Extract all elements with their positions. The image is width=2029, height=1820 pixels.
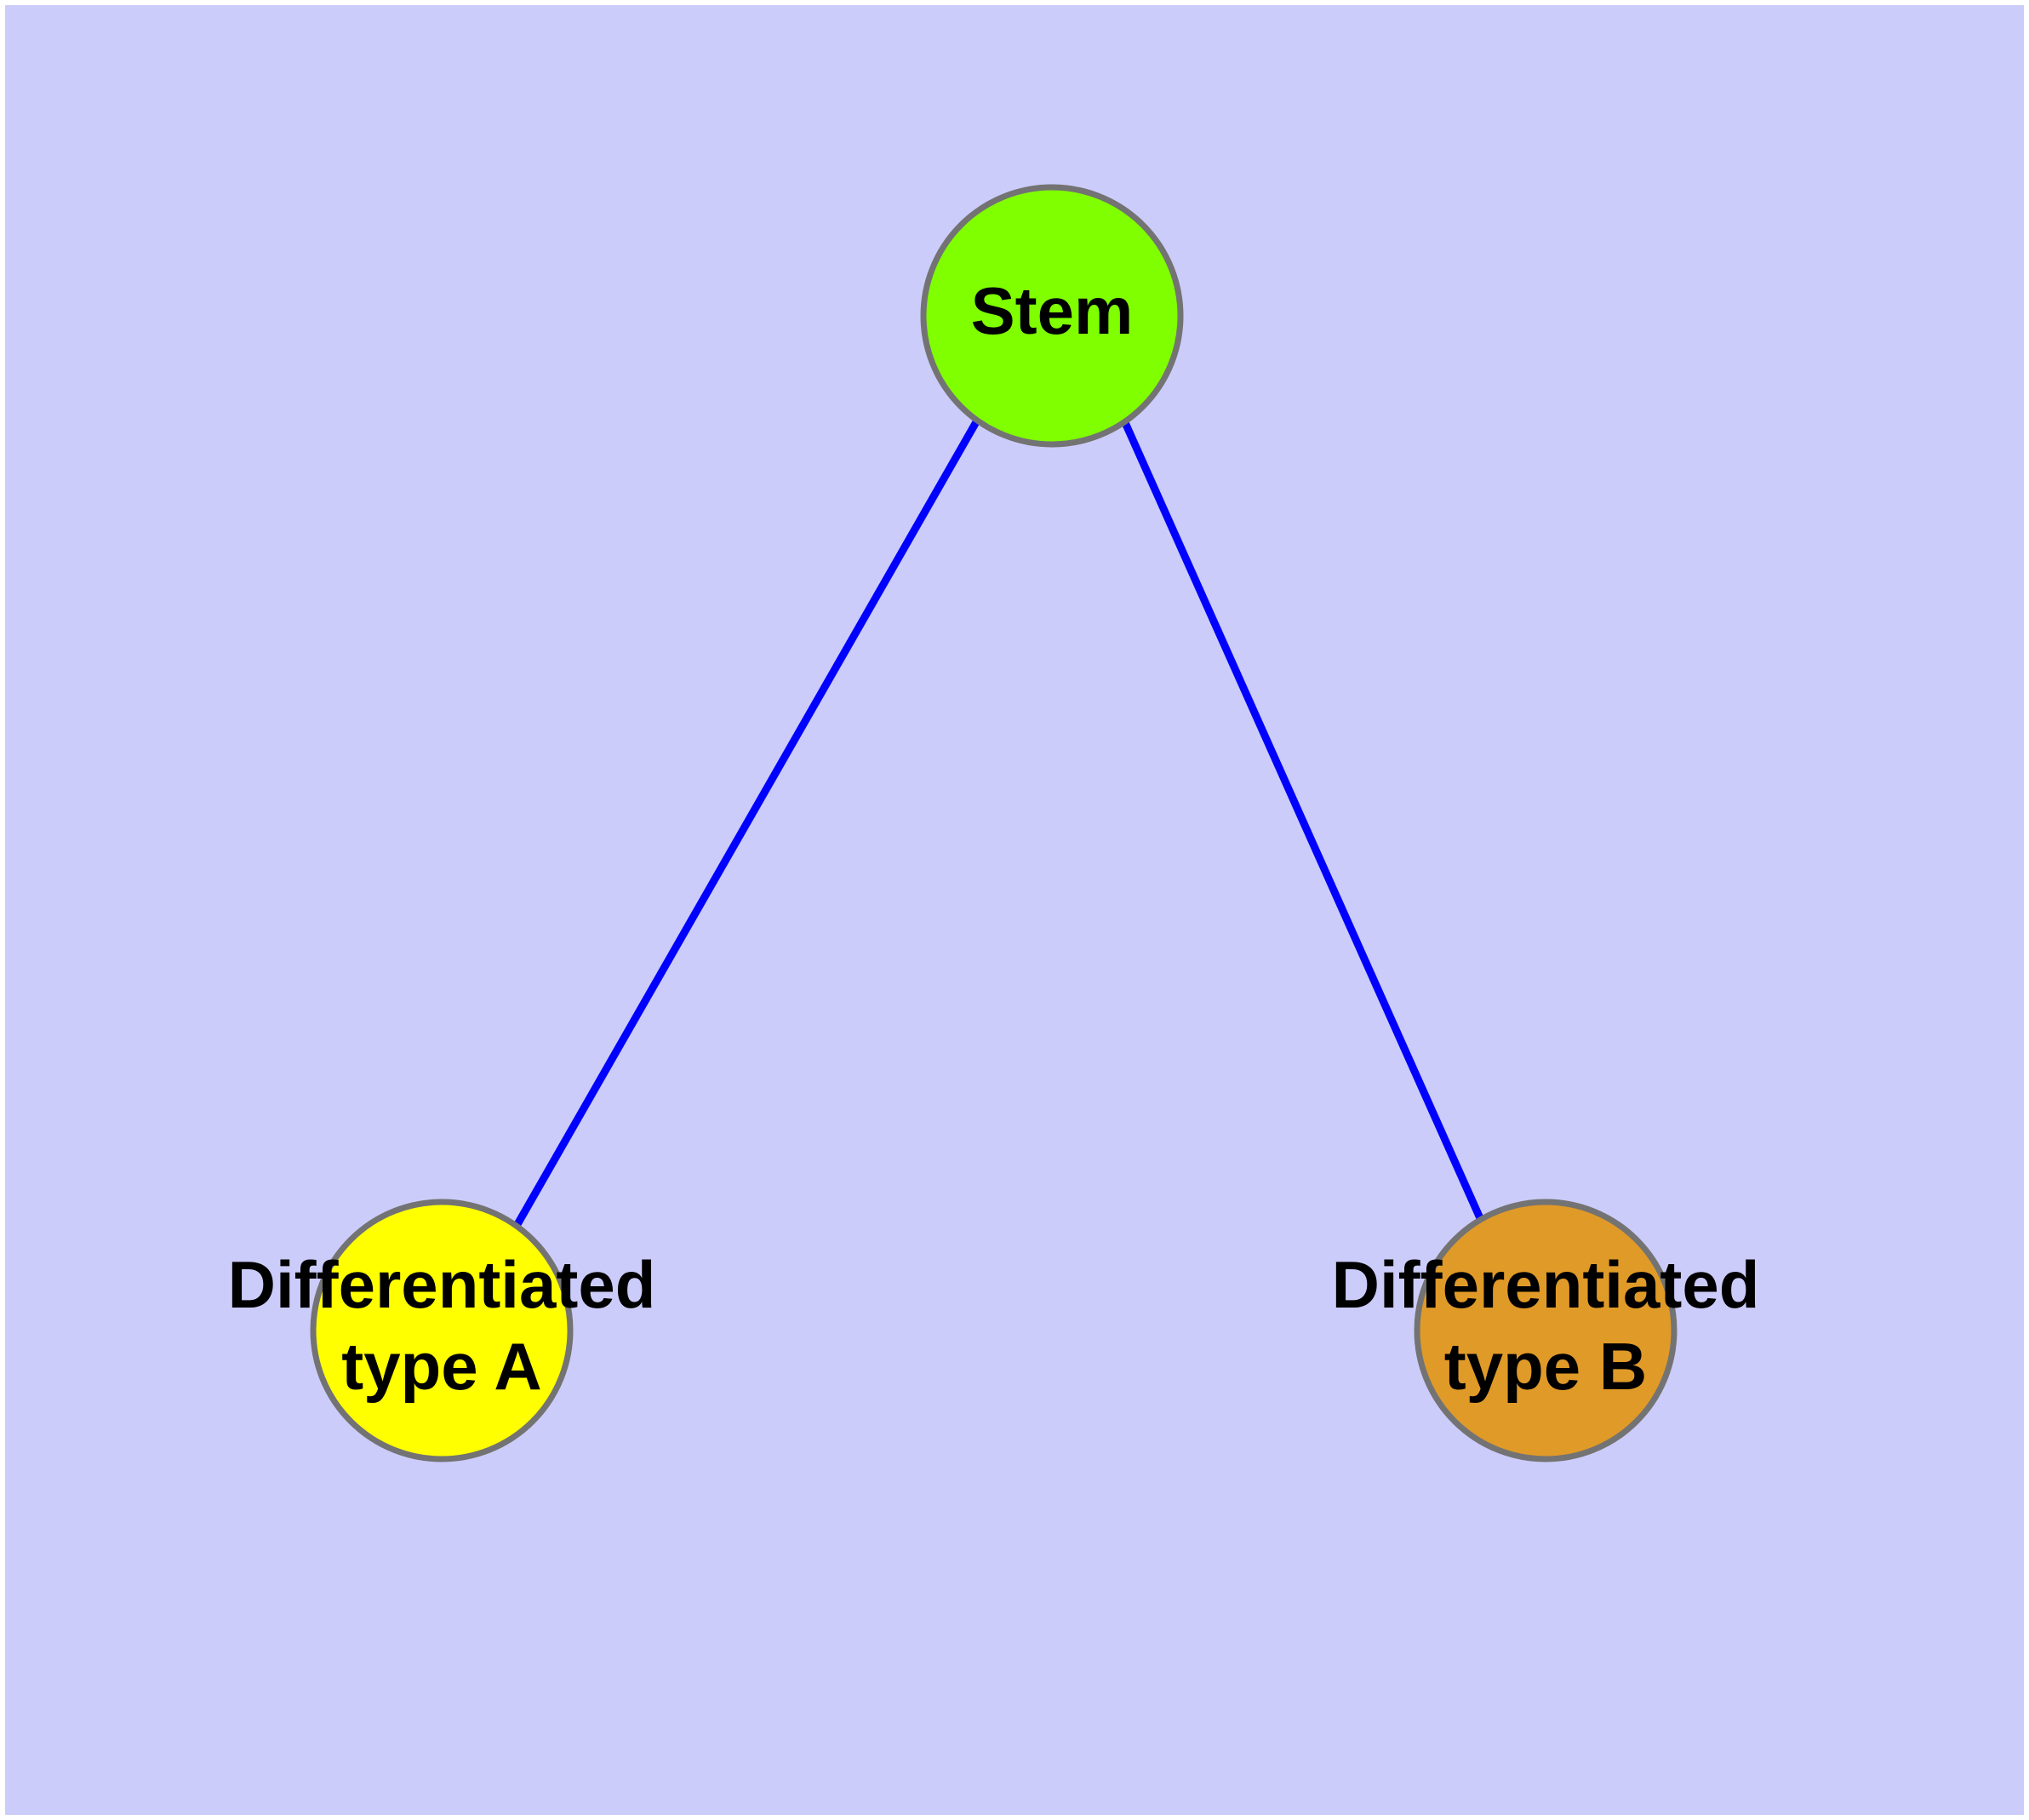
edge-stem-to-differentiated-type-a[interactable]: [513, 418, 980, 1228]
edge-layer: [513, 417, 1484, 1228]
node-differentiated-type-b-circle[interactable]: [1414, 1199, 1677, 1462]
node-stem[interactable]: Stem: [920, 184, 1184, 448]
node-stem-label: Stem: [971, 273, 1134, 348]
node-differentiated-type-a-circle[interactable]: [310, 1199, 574, 1462]
node-stem-circle[interactable]: [920, 184, 1184, 448]
edge-stem-to-differentiated-type-b[interactable]: [1119, 417, 1484, 1220]
